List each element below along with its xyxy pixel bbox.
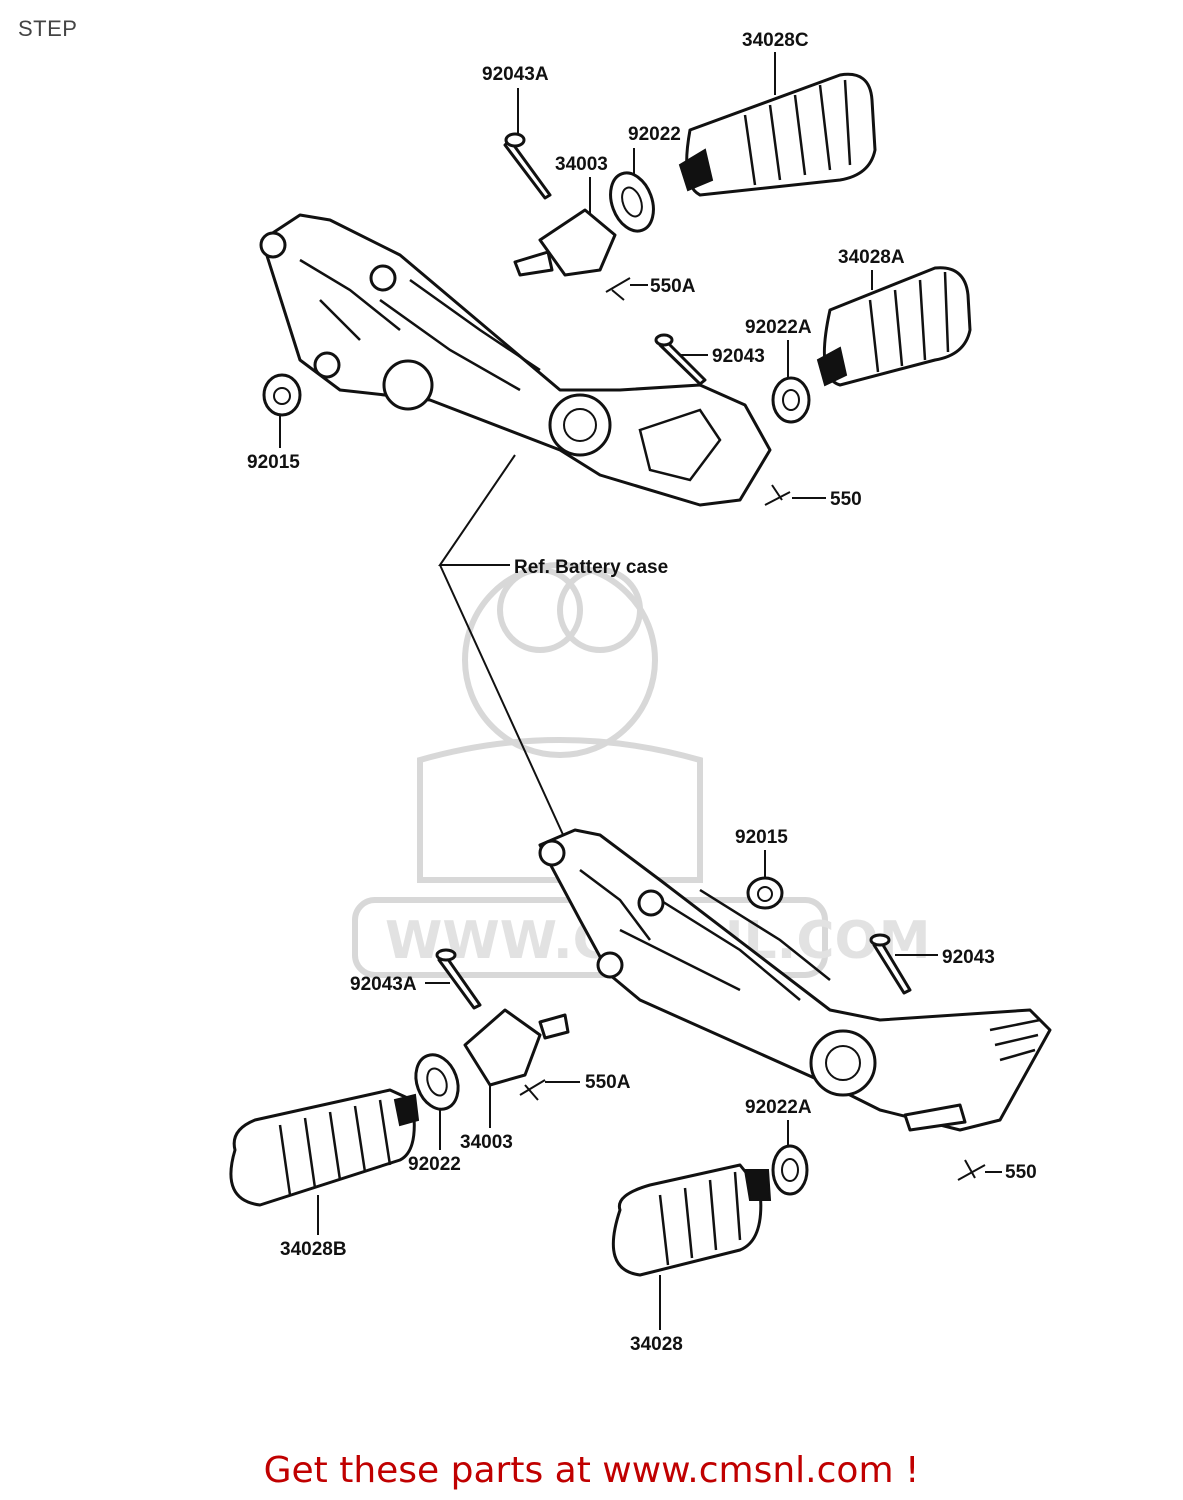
top-bracket-34003 — [513, 208, 617, 277]
bottom-bolt-92043 — [869, 933, 912, 995]
label-bottom-92043A: 92043A — [350, 974, 417, 995]
label-top-550A: 550A — [650, 276, 696, 297]
parts-diagram: WWW.CMSNL.COM — [229, 30, 1052, 1355]
top-bolt-92043A — [503, 132, 552, 200]
promo-link[interactable]: Get these parts at www.cmsnl.com ! — [263, 1450, 920, 1491]
label-top-92043A: 92043A — [482, 64, 549, 85]
label-top-92043: 92043 — [712, 346, 765, 367]
top-footpeg-34028C — [678, 72, 877, 197]
label-bottom-92015: 92015 — [735, 827, 788, 848]
label-bottom-92022A: 92022A — [745, 1097, 812, 1118]
label-bottom-34003: 34003 — [460, 1132, 513, 1153]
bottom-washer-92022 — [414, 1053, 460, 1111]
label-bottom-550A: 550A — [585, 1072, 631, 1093]
bottom-bolt-92043A — [435, 948, 482, 1010]
label-top-92015: 92015 — [247, 452, 300, 473]
label-34028: 34028 — [630, 1334, 683, 1355]
label-34028A: 34028A — [838, 247, 905, 268]
label-ref-battery-case: Ref. Battery case — [514, 557, 668, 578]
label-top-34003: 34003 — [555, 154, 608, 175]
top-bolt-92043 — [654, 333, 707, 386]
label-top-550: 550 — [830, 489, 862, 510]
top-bracket — [259, 213, 772, 507]
label-bottom-92022: 92022 — [408, 1154, 461, 1175]
bottom-pin-550 — [957, 1159, 986, 1181]
bottom-bracket — [538, 828, 1052, 1132]
bottom-footpeg-34028B — [229, 1088, 420, 1207]
top-pin-550 — [764, 484, 791, 506]
label-top-92022: 92022 — [628, 124, 681, 145]
top-washer-92022A — [771, 376, 811, 424]
bottom-nut-92015 — [746, 876, 784, 910]
bottom-washer-92022A — [771, 1144, 809, 1196]
label-34028C: 34028C — [742, 30, 809, 51]
bottom-footpeg-34028 — [611, 1163, 772, 1277]
bottom-bracket-34003 — [463, 1008, 570, 1087]
label-bottom-92043: 92043 — [942, 947, 995, 968]
promo-footer[interactable]: Get these parts at www.cmsnl.com ! — [0, 1450, 1183, 1491]
top-washer-92022 — [609, 171, 655, 233]
label-top-92022A: 92022A — [745, 317, 812, 338]
top-pin-550A — [605, 277, 631, 301]
top-nut-92015 — [262, 373, 302, 417]
page-title: STEP — [18, 16, 78, 41]
label-bottom-550: 550 — [1005, 1162, 1037, 1183]
top-footpeg-34028A — [816, 266, 972, 387]
bottom-pin-550A — [519, 1079, 546, 1101]
label-34028B: 34028B — [280, 1239, 347, 1260]
